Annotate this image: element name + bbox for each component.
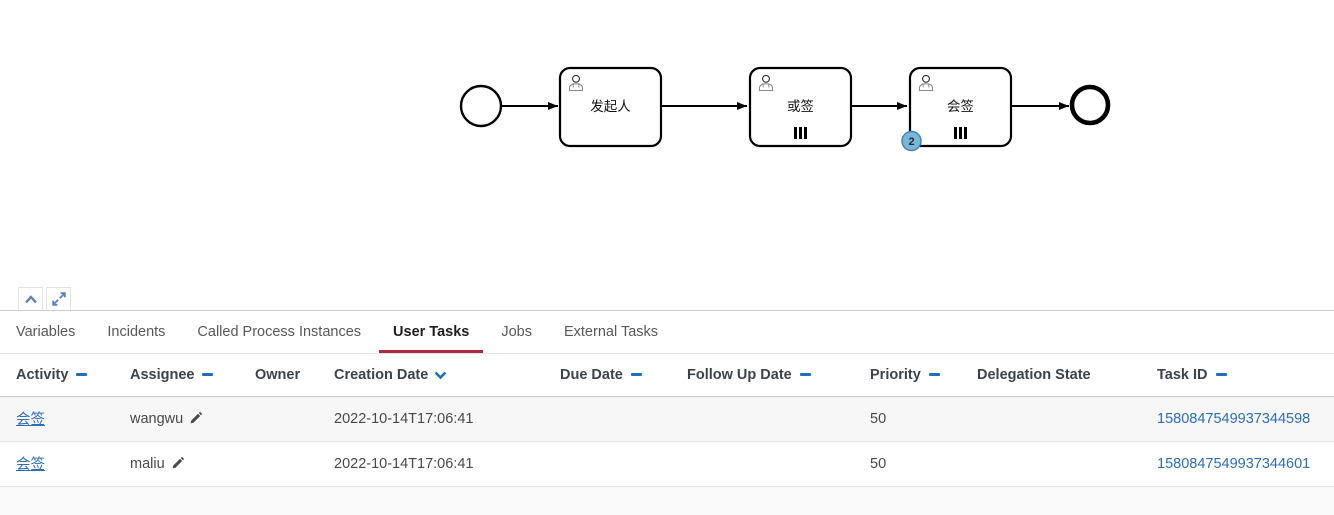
- collapse-panel-button[interactable]: [18, 287, 43, 310]
- activity-link[interactable]: 会签: [16, 457, 45, 473]
- tab-called-process-instances[interactable]: Called Process Instances: [197, 324, 362, 340]
- header-activity[interactable]: Activity: [0, 354, 114, 397]
- header-delegation-state: Delegation State: [961, 354, 1141, 397]
- edit-assignee-icon[interactable]: [189, 411, 203, 425]
- sort-minus-icon[interactable]: [202, 372, 214, 376]
- task-id-link[interactable]: 1580847549937344598: [1157, 410, 1311, 427]
- header-due-date[interactable]: Due Date: [544, 354, 671, 397]
- table-row: 会签 wangwu 2022-10-14T17:06:41 50 1580847…: [0, 396, 1334, 441]
- activity-link[interactable]: 会签: [16, 412, 45, 428]
- due-date-cell: [544, 396, 671, 441]
- bpmn-diagram-canvas[interactable]: 发起人 或签: [0, 0, 1334, 310]
- user-task-or-sign[interactable]: 或签: [748, 66, 853, 148]
- priority-cell: 50: [870, 455, 887, 472]
- creation-date-cell: 2022-10-14T17:06:41: [334, 410, 474, 427]
- owner-cell: [239, 441, 318, 486]
- delegation-state-cell: [961, 441, 1141, 486]
- sort-minus-icon[interactable]: [928, 372, 940, 376]
- detail-tab-bar: Variables Incidents Called Process Insta…: [0, 311, 1334, 354]
- owner-cell: [239, 396, 318, 441]
- creation-date-cell: 2022-10-14T17:06:41: [334, 455, 474, 472]
- user-icon: [568, 74, 584, 92]
- priority-cell: 50: [870, 410, 887, 427]
- edit-assignee-icon[interactable]: [171, 456, 185, 470]
- user-tasks-table: Activity Assignee Owner Creation Date Du…: [0, 354, 1334, 487]
- task-label: 或签: [787, 98, 815, 114]
- table-header-row: Activity Assignee Owner Creation Date Du…: [0, 354, 1334, 397]
- chevron-up-icon: [24, 294, 37, 303]
- svg-text:2: 2: [908, 136, 914, 148]
- maximize-icon: [51, 292, 66, 306]
- sequential-multi-instance-marker: [794, 127, 807, 139]
- process-diagram: 发起人 或签: [459, 66, 1111, 152]
- assignee-name: wangwu: [130, 410, 184, 427]
- assignee-name: maliu: [130, 455, 165, 472]
- due-date-cell: [544, 441, 671, 486]
- sort-minus-icon[interactable]: [799, 372, 811, 376]
- sort-minus-icon[interactable]: [630, 372, 642, 376]
- end-event[interactable]: [1069, 84, 1111, 126]
- header-creation-date[interactable]: Creation Date: [318, 354, 544, 397]
- user-task-countersign[interactable]: 会签 2: [901, 66, 1013, 152]
- sort-minus-icon[interactable]: [1215, 372, 1227, 376]
- sort-caret-down-icon[interactable]: [434, 371, 447, 380]
- task-label: 发起人: [590, 99, 631, 114]
- tab-incidents[interactable]: Incidents: [107, 324, 166, 340]
- user-icon: [758, 74, 774, 92]
- header-task-id[interactable]: Task ID: [1141, 354, 1334, 397]
- panel-footer-area: [0, 486, 1334, 515]
- user-task-initiator[interactable]: 发起人: [558, 66, 663, 148]
- tab-jobs[interactable]: Jobs: [501, 324, 532, 340]
- sort-minus-icon[interactable]: [76, 372, 88, 376]
- sequential-multi-instance-marker: [954, 127, 967, 139]
- maximize-panel-button[interactable]: [46, 287, 71, 310]
- follow-up-date-cell: [671, 396, 854, 441]
- header-follow-up-date[interactable]: Follow Up Date: [671, 354, 854, 397]
- panel-controls: [18, 287, 71, 310]
- delegation-state-cell: [961, 396, 1141, 441]
- header-assignee[interactable]: Assignee: [114, 354, 239, 397]
- follow-up-date-cell: [671, 441, 854, 486]
- table-row: 会签 maliu 2022-10-14T17:06:41 50 15808475…: [0, 441, 1334, 486]
- task-id-link[interactable]: 1580847549937344601: [1157, 455, 1311, 472]
- task-label: 会签: [947, 98, 975, 114]
- detail-panel: Variables Incidents Called Process Insta…: [0, 310, 1334, 515]
- header-owner[interactable]: Owner: [239, 354, 318, 397]
- tab-external-tasks[interactable]: External Tasks: [563, 324, 659, 340]
- tab-variables[interactable]: Variables: [16, 324, 76, 340]
- instance-count-badge: 2: [901, 130, 922, 152]
- header-priority[interactable]: Priority: [854, 354, 961, 397]
- user-icon: [918, 74, 934, 92]
- tab-user-tasks[interactable]: User Tasks: [377, 311, 485, 353]
- start-event[interactable]: [459, 84, 503, 128]
